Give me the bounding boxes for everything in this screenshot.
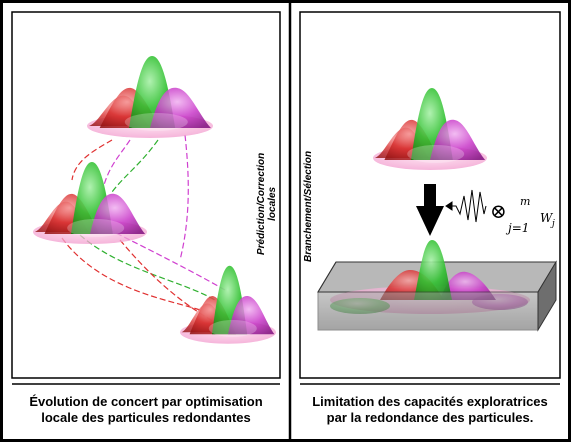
otimes-symbol: ⊗ (490, 199, 507, 223)
right-caption: Limitation des capacités exploratrices p… (300, 394, 560, 426)
particle-cluster-before (373, 88, 487, 170)
trajectory-lines (61, 134, 231, 331)
prediction-correction-line2: locales (267, 186, 278, 221)
left-panel-frame (11, 11, 281, 379)
particle-cluster-bottom (180, 265, 276, 344)
right-panel-frame (299, 11, 561, 379)
formula-lower-bound: j=1 (505, 221, 529, 235)
formula-w: W (540, 211, 554, 225)
prediction-correction-label: Prédiction/Correction locales (256, 153, 278, 255)
down-arrow-icon (416, 184, 444, 236)
zigzag-signal-icon (445, 189, 487, 223)
right-caption-line1: Limitation des capacités exploratrices (312, 394, 548, 409)
left-caption-line1: Évolution de concert par optimisation (29, 394, 263, 409)
formula-w-subscript: j (550, 219, 555, 229)
branching-selection-label: Branchement/Sélection (303, 150, 314, 262)
prediction-correction-line1: Prédiction/Correction (256, 152, 267, 255)
right-caption-line2: par la redondance des particules. (326, 410, 534, 425)
particle-cluster-middle (32, 162, 147, 244)
particle-cluster-top (87, 56, 213, 138)
left-caption-line2: locale des particules redondantes (41, 410, 251, 425)
selection-box-front (317, 261, 539, 331)
left-caption: Évolution de concert par optimisation lo… (12, 394, 280, 426)
formula-upper-bound: m (520, 195, 530, 208)
